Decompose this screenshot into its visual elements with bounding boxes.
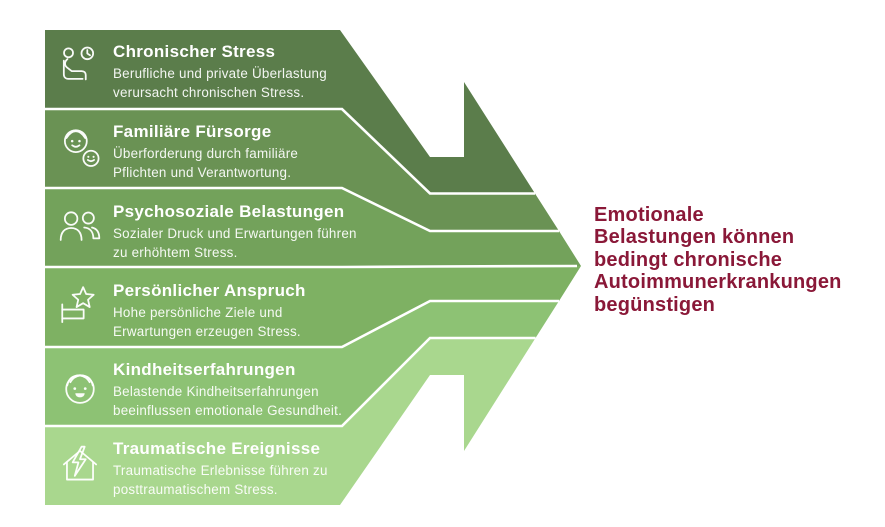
band-separators [45, 107, 578, 428]
band-item: Chronischer Stress Berufliche und privat… [113, 41, 483, 102]
band-description: Hohe persönliche Ziele und Erwartungen e… [113, 305, 301, 339]
star-achievement-icon [56, 284, 104, 332]
band-title: Psychosoziale Belastungen [113, 202, 345, 221]
band-item: Psychosoziale Belastungen Sozialer Druck… [113, 201, 483, 262]
band-shape-persoenlicher-anspruch [45, 266, 581, 347]
band-title: Traumatische Ereignisse [113, 439, 321, 458]
child-face-icon [56, 363, 104, 411]
band-item: Kindheitserfahrungen Belastende Kindheit… [113, 359, 483, 420]
band-shape-kindheitserfahrungen [45, 301, 559, 426]
house-lightning-icon [56, 442, 104, 490]
band-shape-psychosoziale-belastungen [45, 188, 581, 267]
band-title: Kindheitserfahrungen [113, 360, 296, 379]
two-people-icon [56, 205, 104, 253]
band-item: Persönlicher Anspruch Hohe persönliche Z… [113, 280, 483, 341]
conclusion-headline: Emotionale Belastungen können bedingt ch… [594, 204, 842, 316]
band-title: Persönlicher Anspruch [113, 281, 306, 300]
band-description: Überforderung durch familiäre Pflichten … [113, 146, 299, 180]
band-item: Familiäre Fürsorge Überforderung durch f… [113, 121, 483, 182]
band-shape-familiaere-fuersorge [45, 109, 559, 231]
band-description: Sozialer Druck und Erwartungen führen zu… [113, 226, 357, 260]
band-description: Belastende Kindheitserfahrungen beeinflu… [113, 384, 343, 418]
band-description: Berufliche und private Überlastung verur… [113, 66, 327, 100]
band-title: Chronischer Stress [113, 42, 276, 61]
band-description: Traumatische Erlebnisse führen zu posttr… [113, 463, 328, 497]
band-shape-traumatische-ereignisse [45, 338, 536, 505]
band-item: Traumatische Ereignisse Traumatische Erl… [113, 438, 483, 499]
caregiver-icon [56, 125, 104, 173]
seated-person-clock-icon [56, 45, 104, 93]
band-title: Familiäre Fürsorge [113, 122, 272, 141]
band-shape-chronischer-stress [45, 30, 535, 194]
